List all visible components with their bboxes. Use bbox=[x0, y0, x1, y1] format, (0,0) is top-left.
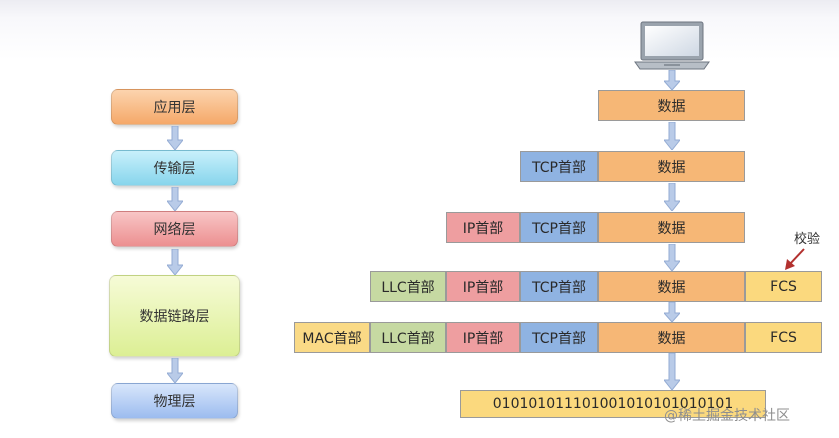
ip-header: IP首部 bbox=[446, 322, 520, 353]
check-note: 校验 bbox=[794, 232, 821, 247]
data-block: 数据 bbox=[598, 212, 745, 243]
mac-header: MAC首部 bbox=[294, 322, 370, 353]
layer-data-link: 数据链路层 bbox=[109, 275, 240, 357]
tcp-header: TCP首部 bbox=[520, 151, 598, 182]
ip-header: IP首部 bbox=[446, 212, 520, 243]
arrow-down-icon bbox=[664, 183, 680, 211]
arrow-down-icon bbox=[167, 249, 183, 275]
watermark: @稀土掘金技术社区 bbox=[664, 408, 790, 424]
arrow-down-icon bbox=[664, 353, 680, 390]
tcp-header: TCP首部 bbox=[520, 212, 598, 243]
llc-header: LLC首部 bbox=[370, 271, 446, 302]
arrow-down-icon bbox=[664, 122, 680, 150]
data-block: 数据 bbox=[598, 90, 745, 121]
tcp-header: TCP首部 bbox=[520, 271, 598, 302]
layer-network: 网络层 bbox=[111, 211, 238, 247]
bit-stream: 010101011101001010101010101 bbox=[460, 390, 766, 418]
arrow-down-icon bbox=[664, 302, 680, 322]
fcs-trailer: FCS bbox=[745, 322, 822, 353]
data-block: 数据 bbox=[598, 322, 745, 353]
tcp-header: TCP首部 bbox=[520, 322, 598, 353]
arrow-down-icon bbox=[664, 244, 680, 271]
fcs-trailer: FCS bbox=[745, 271, 822, 302]
layer-application: 应用层 bbox=[111, 89, 238, 125]
arrow-down-icon bbox=[167, 126, 183, 150]
llc-header: LLC首部 bbox=[370, 322, 446, 353]
data-block: 数据 bbox=[598, 151, 745, 182]
pointer-arrow-icon bbox=[785, 248, 805, 270]
layer-transport: 传输层 bbox=[111, 150, 238, 186]
arrow-down-icon bbox=[167, 187, 183, 211]
layer-physical: 物理层 bbox=[111, 383, 238, 419]
ip-header: IP首部 bbox=[446, 271, 520, 302]
arrow-down-icon bbox=[167, 358, 183, 383]
laptop-icon bbox=[634, 21, 710, 70]
arrow-down-icon bbox=[664, 70, 680, 90]
data-block: 数据 bbox=[598, 271, 745, 302]
